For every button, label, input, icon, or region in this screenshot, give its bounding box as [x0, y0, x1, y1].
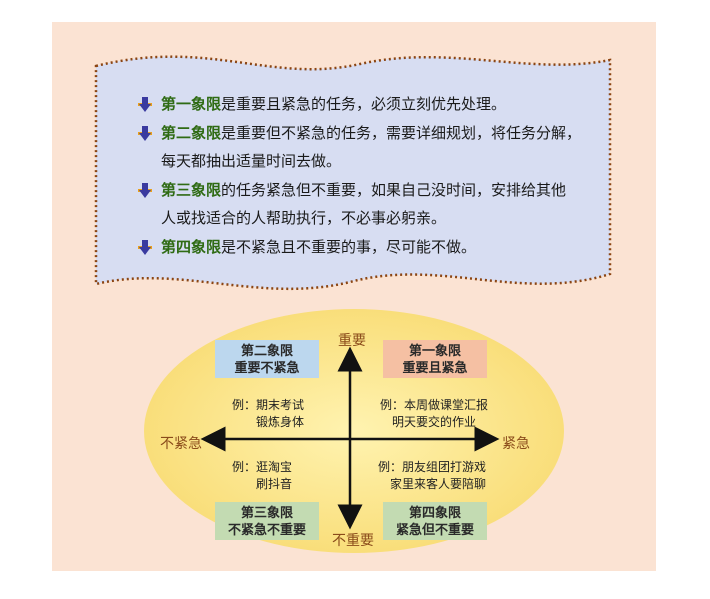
quadrant-subtitle: 不紧急不重要 [227, 523, 306, 538]
example-line: 明天要交的作业 [392, 415, 477, 429]
example-line: 例：逛淘宝 [232, 460, 293, 474]
bullet-quadrant-2: 第二象限是重要但不紧急的任务，需要详细规划，将任务分解， 每天都抽出适量时间去做… [135, 119, 605, 176]
example-line: 例：朋友组团打游戏 [378, 460, 487, 474]
quadrant-2-example: 例：期末考试 锻炼身体 [232, 397, 304, 431]
bullet-text: 是重要且紧急的任务，必须立刻优先处理。 [221, 95, 507, 113]
bullet-text: 是不紧急且不重要的事，尽可能不做。 [221, 237, 477, 256]
down-arrow-icon [138, 97, 152, 112]
example-line: 家里来客人要陪聊 [390, 477, 487, 491]
quadrant-4-box: 第四象限 紧急但不重要 [383, 502, 487, 540]
bullet-highlight: 第四象限 [161, 237, 222, 256]
example-line: 例：本周做课堂汇报 [380, 398, 489, 412]
bullet-highlight: 第一象限 [161, 95, 222, 113]
bullet-text-continued: 每天都抽出适量时间去做。 [161, 152, 342, 170]
bullet-quadrant-4: 第四象限是不紧急且不重要的事，尽可能不做。 [135, 233, 605, 262]
axis-label-not-important: 不重要 [332, 533, 374, 549]
quadrant-title: 第一象限 [408, 344, 461, 359]
axis-label-urgent: 紧急 [502, 436, 530, 452]
bullet-text: 是重要但不紧急的任务，需要详细规划，将任务分解， [221, 123, 582, 142]
quadrant-3-example: 例：逛淘宝 刷抖音 [232, 459, 292, 493]
bullet-quadrant-1: 第一象限是重要且紧急的任务，必须立刻优先处理。 [135, 90, 605, 119]
quadrant-1-example: 例：本周做课堂汇报 明天要交的作业 [380, 397, 488, 431]
down-arrow-icon [138, 239, 152, 255]
wave-banner [94, 55, 612, 291]
bullet-text: 的任务紧急但不重要，如果自己没时间，安排给其他 [221, 180, 567, 199]
bullet-highlight: 第二象限 [161, 123, 222, 142]
quadrant-title: 第三象限 [240, 506, 293, 521]
quadrant-description-list: 第一象限是重要且紧急的任务，必须立刻优先处理。 第二象限是重要但不紧急的任务，需… [135, 90, 605, 261]
quadrant-subtitle: 重要不紧急 [234, 361, 300, 376]
quadrant-2-box: 第二象限 重要不紧急 [215, 340, 319, 378]
quadrant-subtitle: 重要且紧急 [402, 361, 468, 376]
down-arrow-icon [138, 182, 152, 198]
bullet-quadrant-3: 第三象限的任务紧急但不重要，如果自己没时间，安排给其他 人或找适合的人帮助执行，… [135, 176, 605, 233]
down-arrow-icon [138, 125, 152, 141]
axis-label-important: 重要 [338, 333, 366, 349]
axis-label-not-urgent: 不紧急 [160, 436, 202, 452]
quadrant-1-box: 第一象限 重要且紧急 [383, 340, 487, 378]
quadrant-title: 第二象限 [240, 344, 293, 359]
bullet-highlight: 第三象限 [161, 180, 222, 199]
quadrant-3-box: 第三象限 不紧急不重要 [215, 502, 319, 540]
example-line: 例：期末考试 [232, 398, 305, 412]
quadrant-4-example: 例：朋友组团打游戏 家里来客人要陪聊 [378, 459, 486, 493]
quadrant-subtitle: 紧急但不重要 [395, 523, 474, 538]
bullet-text-continued: 人或找适合的人帮助执行，不必事必躬亲。 [161, 209, 447, 227]
example-line: 锻炼身体 [256, 415, 305, 429]
quadrant-title: 第四象限 [408, 506, 461, 521]
example-line: 刷抖音 [256, 477, 293, 491]
